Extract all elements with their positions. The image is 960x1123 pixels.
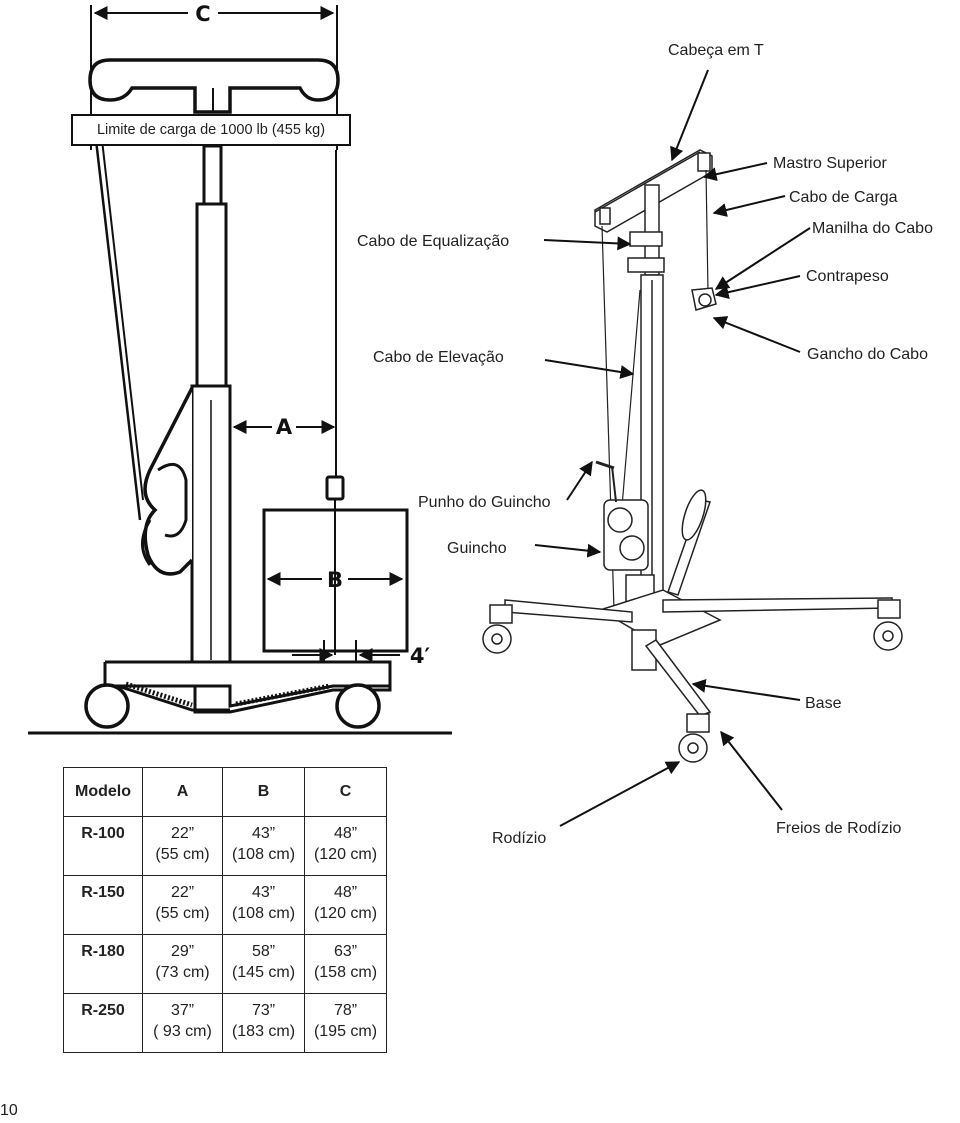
side-view-drawing [28, 5, 452, 735]
row-c-cm: (120 cm) [313, 846, 378, 863]
row-c: 48” (120 cm) [304, 816, 387, 876]
row-model: R-100 [63, 816, 143, 876]
row-b-in: 43” [251, 884, 276, 901]
load-limit-label: Limite de carga de 1000 lb (455 kg) [71, 114, 351, 146]
row-b-cm: (108 cm) [231, 846, 296, 863]
row-b-cm: (108 cm) [231, 905, 296, 922]
dim-b-label: B [327, 568, 343, 592]
label-base: Base [805, 695, 842, 712]
row-c: 78” (195 cm) [304, 993, 387, 1053]
table-row: R-180 29” (73 cm) 58” (145 cm) 63” (158 cm) [63, 934, 387, 994]
dim-a-label: A [276, 415, 293, 439]
label-lifting-cable: Cabo de Elevação [373, 349, 504, 366]
header-model: Modelo [63, 767, 143, 817]
label-load-cable: Cabo de Carga [789, 189, 898, 206]
row-b-cm: (183 cm) [231, 1023, 296, 1040]
row-c-in: 48” [333, 825, 358, 842]
row-a-cm: (73 cm) [155, 964, 210, 981]
header-b: B [222, 767, 305, 817]
page-number: 10 [0, 1102, 18, 1119]
label-cable-shackle: Manilha do Cabo [812, 220, 933, 237]
row-c-in: 48” [333, 884, 358, 901]
row-a-in: 37” [170, 1002, 195, 1019]
row-b-in: 58” [251, 943, 276, 960]
lift-3d-drawing [482, 149, 903, 763]
row-model: R-250 [63, 993, 143, 1053]
row-b-in: 73” [251, 1002, 276, 1019]
row-b: 73” (183 cm) [222, 993, 305, 1053]
row-c-cm: (158 cm) [313, 964, 378, 981]
row-model: R-180 [63, 934, 143, 994]
row-a: 22” (55 cm) [142, 816, 223, 876]
row-c-in: 78” [333, 1002, 358, 1019]
row-a-in: 22” [170, 884, 195, 901]
table-row: R-150 22” (55 cm) 43” (108 cm) 48” (120 cm) [63, 875, 387, 935]
label-t-head: Cabeça em T [668, 42, 764, 59]
row-a-cm: ( 93 cm) [153, 1023, 212, 1040]
table-row: R-100 22” (55 cm) 43” (108 cm) 48” (120 cm) [63, 816, 387, 876]
row-c-in: 63” [333, 943, 358, 960]
row-b-in: 43” [251, 825, 276, 842]
row-a: 29” (73 cm) [142, 934, 223, 994]
row-b: 58” (145 cm) [222, 934, 305, 994]
label-counterweight: Contrapeso [806, 268, 889, 285]
row-c: 48” (120 cm) [304, 875, 387, 935]
row-a-in: 29” [170, 943, 195, 960]
dim-c-label: C [195, 2, 210, 26]
row-a-cm: (55 cm) [155, 846, 210, 863]
header-a: A [142, 767, 223, 817]
label-winch-handle: Punho do Guincho [418, 494, 551, 511]
dim-gap-label: 4′ [410, 644, 431, 668]
label-caster-brakes: Freios de Rodízio [776, 820, 901, 837]
row-a-in: 22” [170, 825, 195, 842]
row-b: 43” (108 cm) [222, 875, 305, 935]
label-winch: Guincho [447, 540, 507, 557]
row-a-cm: (55 cm) [155, 905, 210, 922]
row-c: 63” (158 cm) [304, 934, 387, 994]
row-b: 43” (108 cm) [222, 816, 305, 876]
header-c: C [304, 767, 387, 817]
row-b-cm: (145 cm) [231, 964, 296, 981]
table-row: R-250 37” ( 93 cm) 73” (183 cm) 78” (195 cm… [63, 993, 387, 1053]
label-caster: Rodízio [492, 830, 546, 847]
label-upper-mast: Mastro Superior [773, 155, 887, 172]
label-cable-hook: Gancho do Cabo [807, 346, 928, 363]
label-equalization-cable: Cabo de Equalização [357, 233, 509, 250]
row-c-cm: (195 cm) [313, 1023, 378, 1040]
leader-arrows [534, 69, 811, 827]
row-a: 22” (55 cm) [142, 875, 223, 935]
spec-table: Modelo A B C R-100 22” (55 cm) 43” (108 cm… [63, 767, 387, 1053]
row-c-cm: (120 cm) [313, 905, 378, 922]
table-header-row: Modelo A B C [63, 767, 387, 817]
row-model: R-150 [63, 875, 143, 935]
row-a: 37” ( 93 cm) [142, 993, 223, 1053]
